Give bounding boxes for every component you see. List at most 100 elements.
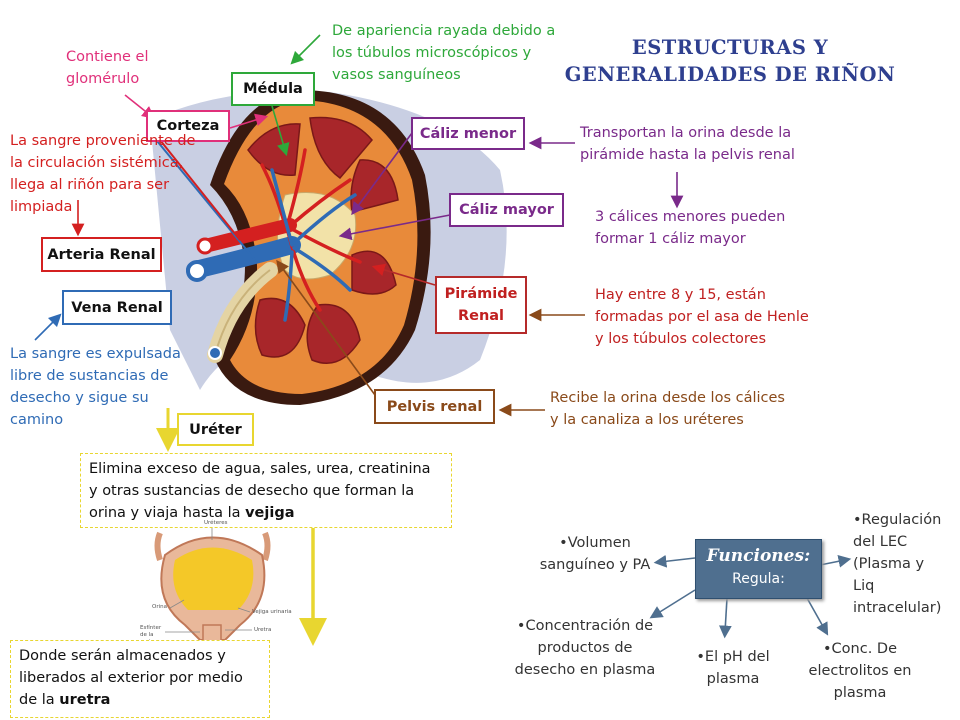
piramide-desc-line: y los túbulos colectores [595, 331, 767, 347]
caliz-mayor-arrow [338, 214, 451, 241]
arteria-renal-label-box: Arteria Renal [41, 237, 162, 272]
vein-end [186, 260, 208, 282]
funciones-arrow-ph [718, 597, 732, 639]
pelvis-renal-label-box: Pelvis renal [374, 389, 495, 424]
bladder-description: Donde serán almacenados y liberados al e… [10, 640, 270, 718]
bladder-desc-line: liberados al exterior por medio [19, 670, 243, 686]
bladder-desc-bold: uretra [59, 692, 111, 708]
pyramid [309, 116, 373, 180]
bladder-desc-line: de la uretra [19, 689, 261, 711]
branch-vessels [260, 148, 362, 322]
page-title-line2: GENERALIDADES DE RIÑON [564, 63, 896, 86]
corteza-desc-arrow [124, 94, 155, 119]
funcion-lec: •Regulación del LEC (Plasma y Liq intrac… [853, 509, 941, 619]
pelvis-renal-label: Pelvis renal [386, 398, 483, 415]
corteza-label: Corteza [156, 118, 220, 134]
arteria-desc-line: limpiada [10, 199, 73, 215]
funcion-line: •Volumen [559, 535, 631, 551]
vein-long-line [147, 129, 256, 261]
caliz-mayor-label-box: Cáliz mayor [449, 193, 564, 227]
corteza-label-box: Corteza [146, 110, 230, 142]
arteria-desc-line: La sangre proveniente de [10, 133, 196, 149]
ureter-desc-line: y otras sustancias de desecho que forman… [89, 483, 415, 499]
funcion-line: (Plasma y [853, 556, 925, 572]
pelvis-desc-line: Recibe la orina desde los cálices [550, 390, 785, 406]
funciones-title: Funciones: [706, 546, 811, 566]
vena-desc-line: La sangre es expulsada [10, 346, 181, 362]
vena-desc-arrow [34, 313, 62, 341]
funciones-arrow-productos [649, 589, 696, 619]
caliz-menor-arrow [351, 132, 413, 216]
funcion-line: Liq [853, 578, 875, 594]
medula-label: Médula [243, 81, 303, 97]
funcion-productos: •Concentración de productos de desecho e… [505, 615, 665, 681]
bladder-label-vejiga: Vejiga urinaria [252, 609, 292, 615]
pelvis-description: Recibe la orina desde los cálices y la c… [550, 387, 785, 431]
bladder-illustration [154, 528, 271, 648]
medula-arrow [271, 105, 290, 157]
bladder-desc-text: de la [19, 692, 60, 708]
ureter-desc-line: orina y viaja hasta la vejiga [89, 502, 443, 524]
bladder-label-uretra: Uretra [254, 627, 272, 633]
vena-desc-line: libre de sustancias de [10, 368, 169, 384]
ureter-tube-inner [214, 269, 271, 356]
funciones-box: Funciones: Regula: [695, 539, 822, 599]
caliz-mayor-description: 3 cálices menores pueden formar 1 cáliz … [595, 206, 785, 250]
page-title-line1: ESTRUCTURAS Y [631, 36, 829, 59]
piramide-arrow [371, 263, 436, 286]
caliz-mayor-label: Cáliz mayor [459, 202, 554, 218]
ureter-desc-bold: vejiga [245, 505, 295, 521]
funcion-line: electrolitos en [808, 663, 912, 679]
funciones-arrow-lec [819, 554, 852, 568]
medula-description: De apariencia rayada debido a los túbulo… [332, 20, 555, 86]
ureter-label-box: Uréter [177, 413, 254, 446]
piramide-renal-label-line2: Renal [457, 308, 505, 324]
corteza-desc-line: glomérulo [66, 71, 140, 87]
funcion-line: desecho en plasma [514, 662, 656, 678]
medula-desc-line: De apariencia rayada debido a [332, 23, 556, 39]
vena-description: La sangre es expulsada libre de sustanci… [10, 343, 181, 431]
bladder-urine [173, 547, 254, 610]
ureter-desc-line: Elimina exceso de agua, sales, urea, cre… [89, 461, 431, 477]
ureter-description: Elimina exceso de agua, sales, urea, cre… [80, 453, 452, 528]
bladder-ureter-left [154, 531, 163, 561]
caliz-mayor-desc-line: 3 cálices menores pueden [595, 209, 786, 225]
corteza-desc-line: Contiene el [66, 49, 149, 65]
caliz-menor-label: Cáliz menor [419, 125, 517, 142]
funciones-arrow-electrolitos [806, 597, 829, 636]
caliz-menor-label-box: Cáliz menor [411, 117, 525, 150]
ureter-end [208, 346, 222, 360]
caliz-menor-desc-line: Transportan la orina desde la [580, 125, 792, 141]
arteria-description: La sangre proveniente de la circulación … [10, 130, 195, 218]
funcion-line: productos de [537, 640, 633, 656]
vena-renal-label: Vena Renal [71, 299, 163, 316]
artery-long-line [159, 139, 241, 241]
page-title: ESTRUCTURAS Y GENERALIDADES DE RIÑON [540, 34, 920, 88]
funcion-line: •Concentración de [516, 618, 654, 634]
funcion-line: plasma [833, 685, 887, 701]
bladder-label-orina: Orina [152, 604, 167, 610]
funcion-electrolitos: •Conc. De electrolitos en plasma [795, 638, 925, 704]
arteria-desc-line: la circulación sistémica, [10, 155, 184, 171]
medula-desc-arrow [290, 34, 321, 65]
piramide-description: Hay entre 8 y 15, están formadas por el … [595, 284, 809, 350]
funcion-line: plasma [706, 671, 760, 687]
funciones-arrow-volumen [653, 554, 696, 568]
funcion-line: del LEC [853, 534, 908, 550]
funcion-ph: •El pH del plasma [688, 646, 778, 690]
pelvis-desc-line: y la canaliza a los uréteres [550, 412, 744, 428]
medula-label-box: Médula [231, 72, 315, 106]
bladder-label-ureteres: Uréteres [204, 520, 228, 526]
funcion-line: •Regulación [853, 512, 942, 528]
piramide-renal-label-line1: Pirámide [444, 286, 518, 302]
pelvis-arrow [276, 259, 376, 396]
ureter-label: Uréter [189, 421, 242, 438]
funciones-subtitle: Regula: [732, 571, 785, 587]
funcion-line: sanguíneo y PA [539, 557, 651, 573]
vena-desc-line: camino [10, 412, 64, 428]
funcion-volumen: •Volumen sanguíneo y PA [530, 532, 660, 576]
medula-desc-line: vasos sanguíneos [332, 67, 461, 83]
bladder-desc-line: Donde serán almacenados y [19, 648, 226, 664]
piramide-renal-label-box: Pirámide Renal [435, 276, 527, 334]
